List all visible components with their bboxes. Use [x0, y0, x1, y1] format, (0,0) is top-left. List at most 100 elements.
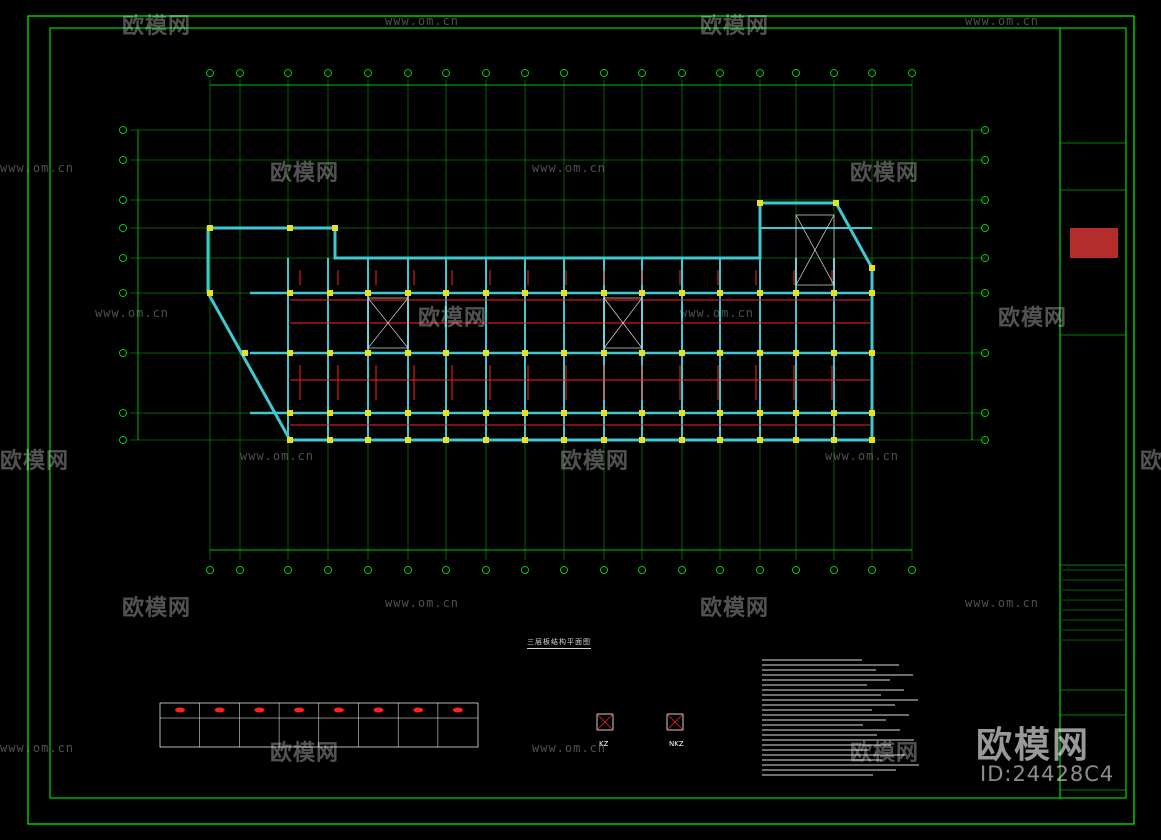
key-plan-thumbnail — [1070, 228, 1118, 258]
outer-wall — [206, 201, 874, 442]
column — [757, 350, 763, 356]
axis-bubble — [830, 69, 838, 77]
column — [831, 410, 837, 416]
column — [679, 437, 685, 443]
column-detail-label: NKZ — [669, 740, 684, 748]
column — [443, 437, 449, 443]
axis-bubble — [236, 69, 244, 77]
brand-logo: 欧模网 — [976, 725, 1091, 766]
axis-bubble — [284, 69, 292, 77]
column — [483, 290, 489, 296]
axis-bubble — [981, 289, 989, 297]
axis-bubble — [404, 69, 412, 77]
column — [757, 410, 763, 416]
axis-bubble — [716, 69, 724, 77]
column — [365, 290, 371, 296]
column — [831, 437, 837, 443]
column — [242, 350, 248, 356]
column — [332, 225, 338, 231]
column — [639, 350, 645, 356]
column — [287, 410, 293, 416]
model-id: ID:24428C4 — [980, 762, 1115, 786]
axis-bubble — [442, 566, 450, 574]
axis-bubble — [236, 566, 244, 574]
column — [327, 437, 333, 443]
axis-bubble — [119, 349, 127, 357]
column — [793, 437, 799, 443]
column — [483, 410, 489, 416]
column — [522, 350, 528, 356]
axis-bubble — [560, 69, 568, 77]
axis-bubble — [981, 349, 989, 357]
axis-bubble — [119, 126, 127, 134]
axis-bubble — [119, 289, 127, 297]
column — [717, 437, 723, 443]
column — [869, 350, 875, 356]
axis-bubble — [364, 566, 372, 574]
column — [327, 410, 333, 416]
column-detail — [596, 713, 614, 731]
column — [405, 410, 411, 416]
column — [365, 410, 371, 416]
axis-bubble — [756, 69, 764, 77]
legend-symbol — [452, 707, 463, 713]
column — [717, 350, 723, 356]
column — [869, 410, 875, 416]
column — [833, 200, 839, 206]
column — [207, 290, 213, 296]
axis-bubble — [482, 69, 490, 77]
axis-bubble — [792, 69, 800, 77]
axis-bubble — [119, 254, 127, 262]
axis-bubble — [716, 566, 724, 574]
column — [601, 437, 607, 443]
column — [561, 410, 567, 416]
column-detail-label: KZ — [599, 740, 609, 748]
column — [327, 350, 333, 356]
shaft-cross — [795, 214, 835, 286]
axis-bubble — [981, 409, 989, 417]
axis-bubble — [678, 566, 686, 574]
column-detail-cross — [666, 713, 684, 731]
shaft-box — [367, 297, 409, 349]
axis-bubble — [981, 156, 989, 164]
column — [601, 350, 607, 356]
column-details: KZ NKZ — [596, 713, 684, 748]
axis-bubble — [119, 224, 127, 232]
axis-bubble — [908, 566, 916, 574]
axis-bubble — [868, 69, 876, 77]
column — [561, 350, 567, 356]
axis-bubble — [482, 566, 490, 574]
title-block — [1060, 142, 1126, 791]
axis-bubble — [119, 409, 127, 417]
axis-bubble — [981, 254, 989, 262]
column — [679, 350, 685, 356]
axis-bubble — [206, 69, 214, 77]
column-detail — [666, 713, 684, 731]
outer-frame — [27, 15, 1135, 825]
axis-bubble — [981, 436, 989, 444]
axis-bubble — [521, 566, 529, 574]
notes-block — [762, 659, 919, 776]
axis-bubble — [830, 566, 838, 574]
axis-bubble — [868, 566, 876, 574]
axis-bubble — [756, 566, 764, 574]
shaft-cross — [603, 297, 643, 349]
column — [561, 290, 567, 296]
plan-title: 三层板结构平面图 — [527, 637, 591, 649]
column — [483, 437, 489, 443]
column — [287, 437, 293, 443]
column — [639, 290, 645, 296]
column — [561, 437, 567, 443]
column — [522, 437, 528, 443]
column — [757, 290, 763, 296]
legend-symbol — [214, 707, 225, 713]
axis-bubble — [521, 69, 529, 77]
column — [522, 410, 528, 416]
shaft-cross — [367, 297, 409, 349]
column — [483, 350, 489, 356]
column — [327, 290, 333, 296]
inner-frame — [49, 27, 1127, 799]
column — [405, 437, 411, 443]
